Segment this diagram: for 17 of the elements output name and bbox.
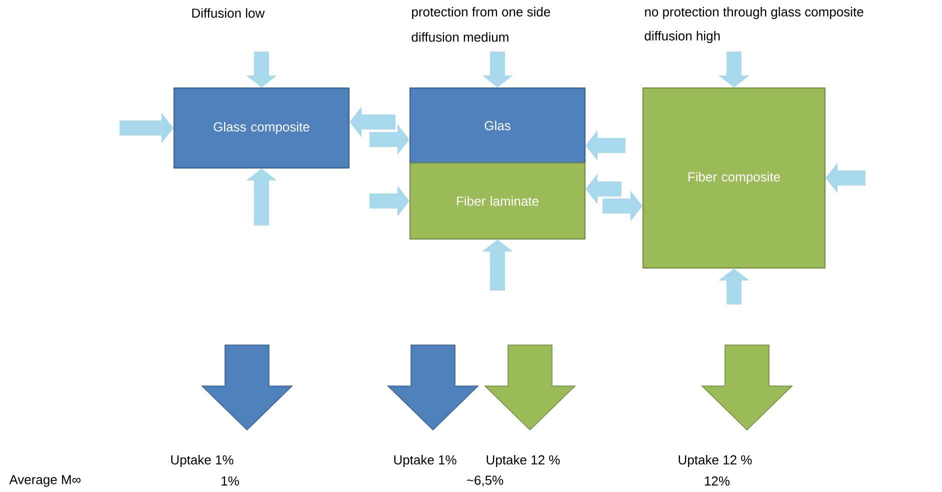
heading-text: Diffusion low xyxy=(192,8,265,18)
row-label: Average M∞ xyxy=(9,475,81,487)
value-text: ~6,5% xyxy=(466,476,504,486)
uptake-text: Uptake 12 % xyxy=(486,454,560,468)
heading-text: protection from one side xyxy=(412,6,550,20)
value-text: 1% xyxy=(222,476,239,486)
heading-text: diffusion high xyxy=(644,30,720,44)
composite-box: Glass composite xyxy=(174,88,350,168)
value-text: 12% xyxy=(704,476,730,486)
uptake-text: Uptake 1% xyxy=(171,454,234,468)
heading-text: no protection through glass composite xyxy=(645,6,864,20)
layer-box: Glas xyxy=(410,88,586,164)
heading-text: diffusion medium xyxy=(412,32,508,42)
layer-box: Fiber laminate xyxy=(410,162,586,240)
uptake-text: Uptake 12 % xyxy=(678,454,752,468)
composite-box: Fiber composite xyxy=(642,88,826,268)
uptake-text: Uptake 1% xyxy=(394,454,456,468)
